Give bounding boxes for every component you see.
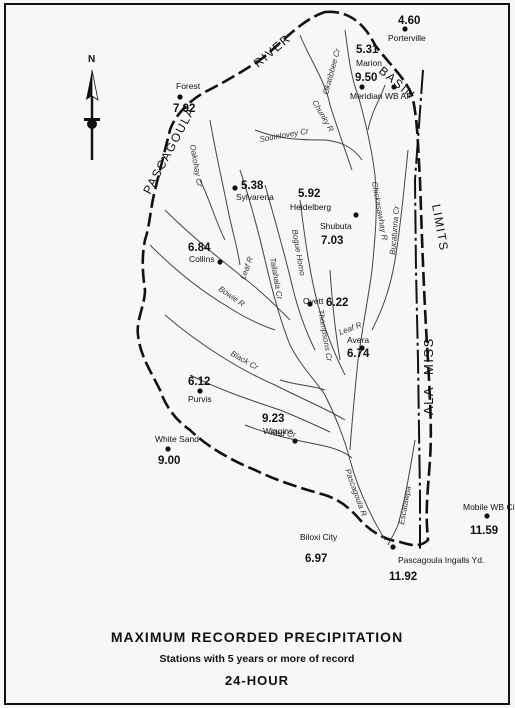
river-black bbox=[164, 314, 346, 421]
svg-text:Sylvarena: Sylvarena bbox=[236, 192, 274, 202]
station-shubuta: Shubuta 7.03 bbox=[320, 221, 352, 247]
region-label-limits: LIMITS bbox=[429, 203, 451, 252]
svg-text:6.84: 6.84 bbox=[188, 242, 211, 254]
station-white-sand: White Sand 9.00 bbox=[155, 434, 199, 467]
svg-text:Forest: Forest bbox=[176, 81, 201, 91]
state-boundary bbox=[413, 69, 424, 550]
map-frame bbox=[4, 3, 510, 705]
station-mobile: Mobile WB City 11.59 bbox=[463, 502, 515, 537]
river-network bbox=[149, 29, 416, 546]
svg-text:9.50: 9.50 bbox=[355, 72, 377, 84]
svg-text:6.22: 6.22 bbox=[326, 297, 348, 309]
river-trib-b bbox=[199, 179, 226, 241]
station-forest: Forest 7.92 bbox=[173, 81, 201, 115]
river-label-souinlovey: Souinlovey Cr bbox=[259, 126, 310, 144]
river-label-pascagoula: Pascagoula R bbox=[343, 468, 369, 518]
station-pascagoula: Pascagoula Ingalls Yd. 11.92 bbox=[389, 544, 484, 583]
river-sowashee bbox=[367, 84, 386, 131]
station-sylvarena: 5.38 Sylvarena bbox=[232, 180, 274, 202]
river-label-thompsons: Thompsons Cr bbox=[316, 309, 334, 363]
river-pascagoula bbox=[324, 394, 386, 541]
station-ovett: Ovett 6.22 bbox=[303, 296, 348, 309]
svg-text:11.59: 11.59 bbox=[470, 525, 498, 537]
station-purvis: 6.12 Purvis bbox=[188, 376, 212, 404]
svg-text:Biloxi City: Biloxi City bbox=[300, 532, 338, 542]
svg-text:5.31: 5.31 bbox=[356, 44, 379, 56]
station-collins: 6.84 Collins bbox=[188, 242, 223, 265]
river-label-red: Red Cr bbox=[270, 428, 296, 439]
river-label-chickasawhay: Chickasawhay R bbox=[370, 181, 389, 241]
river-label-chunky: Chunky R bbox=[310, 99, 335, 134]
station-avera: Avera 6.74 bbox=[347, 335, 370, 360]
north-arrow: N bbox=[84, 54, 100, 160]
svg-text:5.38: 5.38 bbox=[241, 180, 264, 192]
river-label-bucatunna: Bucatunna Cr bbox=[388, 205, 401, 255]
svg-text:6.12: 6.12 bbox=[188, 376, 210, 388]
svg-text:Purvis: Purvis bbox=[188, 394, 212, 404]
map-subtitle: Stations with 5 years or more of record bbox=[160, 653, 355, 665]
river-leaf-upper bbox=[164, 209, 291, 321]
svg-text:11.92: 11.92 bbox=[389, 571, 417, 583]
state-label-miss: MISS bbox=[421, 337, 436, 375]
station-marion: 5.31 Marion bbox=[356, 44, 397, 90]
svg-text:5.92: 5.92 bbox=[298, 188, 320, 200]
river-label-bowie: Bowie R bbox=[217, 284, 247, 309]
river-label-tallahala: Tallahala Cr bbox=[268, 257, 284, 301]
station-heidelberg: 5.92 Heidelberg bbox=[290, 188, 359, 218]
svg-text:Pascagoula Ingalls Yd.: Pascagoula Ingalls Yd. bbox=[398, 555, 484, 565]
river-label-okatibbee: Okatibbee Cr bbox=[321, 47, 342, 95]
station-wiggins: 9.23 Wiggins bbox=[262, 413, 298, 444]
map-title: MAXIMUM RECORDED PRECIPITATION bbox=[111, 629, 403, 645]
river-oakohay bbox=[209, 119, 241, 266]
river-bucatunna bbox=[371, 149, 409, 331]
river-label-oakohay: Oakohay Cr bbox=[188, 144, 204, 188]
svg-text:9.23: 9.23 bbox=[262, 413, 284, 425]
station-meridian: 9.50 Meridian WB AP bbox=[350, 72, 412, 101]
region-label-river: RIVER bbox=[251, 31, 294, 70]
svg-text:Shubuta: Shubuta bbox=[320, 221, 352, 231]
river-bogue-homo bbox=[299, 199, 346, 376]
svg-text:Collins: Collins bbox=[189, 254, 215, 264]
basin-boundary bbox=[136, 10, 433, 547]
river-label-escatawpa: Escatawpa bbox=[397, 485, 413, 526]
svg-text:Wiggins: Wiggins bbox=[263, 426, 293, 436]
svg-text:6.97: 6.97 bbox=[305, 553, 327, 565]
river-chickasawhay bbox=[349, 174, 377, 451]
svg-text:6.74: 6.74 bbox=[347, 348, 370, 360]
map-duration: 24-HOUR bbox=[225, 673, 289, 688]
svg-text:Marion: Marion bbox=[356, 58, 382, 68]
state-label-ala: ALA bbox=[421, 386, 436, 415]
svg-text:Ovett: Ovett bbox=[303, 296, 324, 306]
compass-icon bbox=[87, 119, 97, 129]
svg-text:9.00: 9.00 bbox=[158, 455, 180, 467]
river-chunky bbox=[299, 34, 353, 171]
river-trib-a bbox=[279, 379, 326, 391]
river-thompsons bbox=[329, 269, 341, 361]
svg-text:7.03: 7.03 bbox=[321, 235, 343, 247]
river-souinlovey bbox=[254, 129, 363, 161]
river-tallahala bbox=[264, 184, 316, 351]
svg-text:Mobile WB City: Mobile WB City bbox=[463, 502, 515, 512]
svg-text:4.60: 4.60 bbox=[398, 15, 420, 27]
station-porterville: 4.60 Porterville bbox=[388, 15, 426, 43]
river-leaf-main bbox=[239, 169, 326, 396]
svg-text:Heidelberg: Heidelberg bbox=[290, 202, 331, 212]
river-escatawpa bbox=[387, 439, 416, 546]
river-label-black: Black Cr bbox=[229, 349, 260, 372]
river-label-leaf: Leaf R bbox=[238, 255, 255, 280]
river-bowie bbox=[149, 244, 276, 331]
svg-text:Meridian WB AP: Meridian WB AP bbox=[350, 91, 412, 101]
svg-text:7.92: 7.92 bbox=[173, 103, 195, 115]
river-black-trib bbox=[189, 374, 331, 433]
station-biloxi: Biloxi City 6.97 bbox=[300, 532, 338, 565]
north-label: N bbox=[88, 54, 95, 65]
river-red bbox=[244, 424, 353, 459]
svg-text:Porterville: Porterville bbox=[388, 33, 426, 43]
svg-text:Avera: Avera bbox=[347, 335, 369, 345]
svg-text:White Sand: White Sand bbox=[155, 434, 199, 444]
stations: 4.60 Porterville 5.31 Marion 9.50 Meridi… bbox=[155, 15, 515, 583]
river-okatibbee bbox=[344, 29, 376, 176]
